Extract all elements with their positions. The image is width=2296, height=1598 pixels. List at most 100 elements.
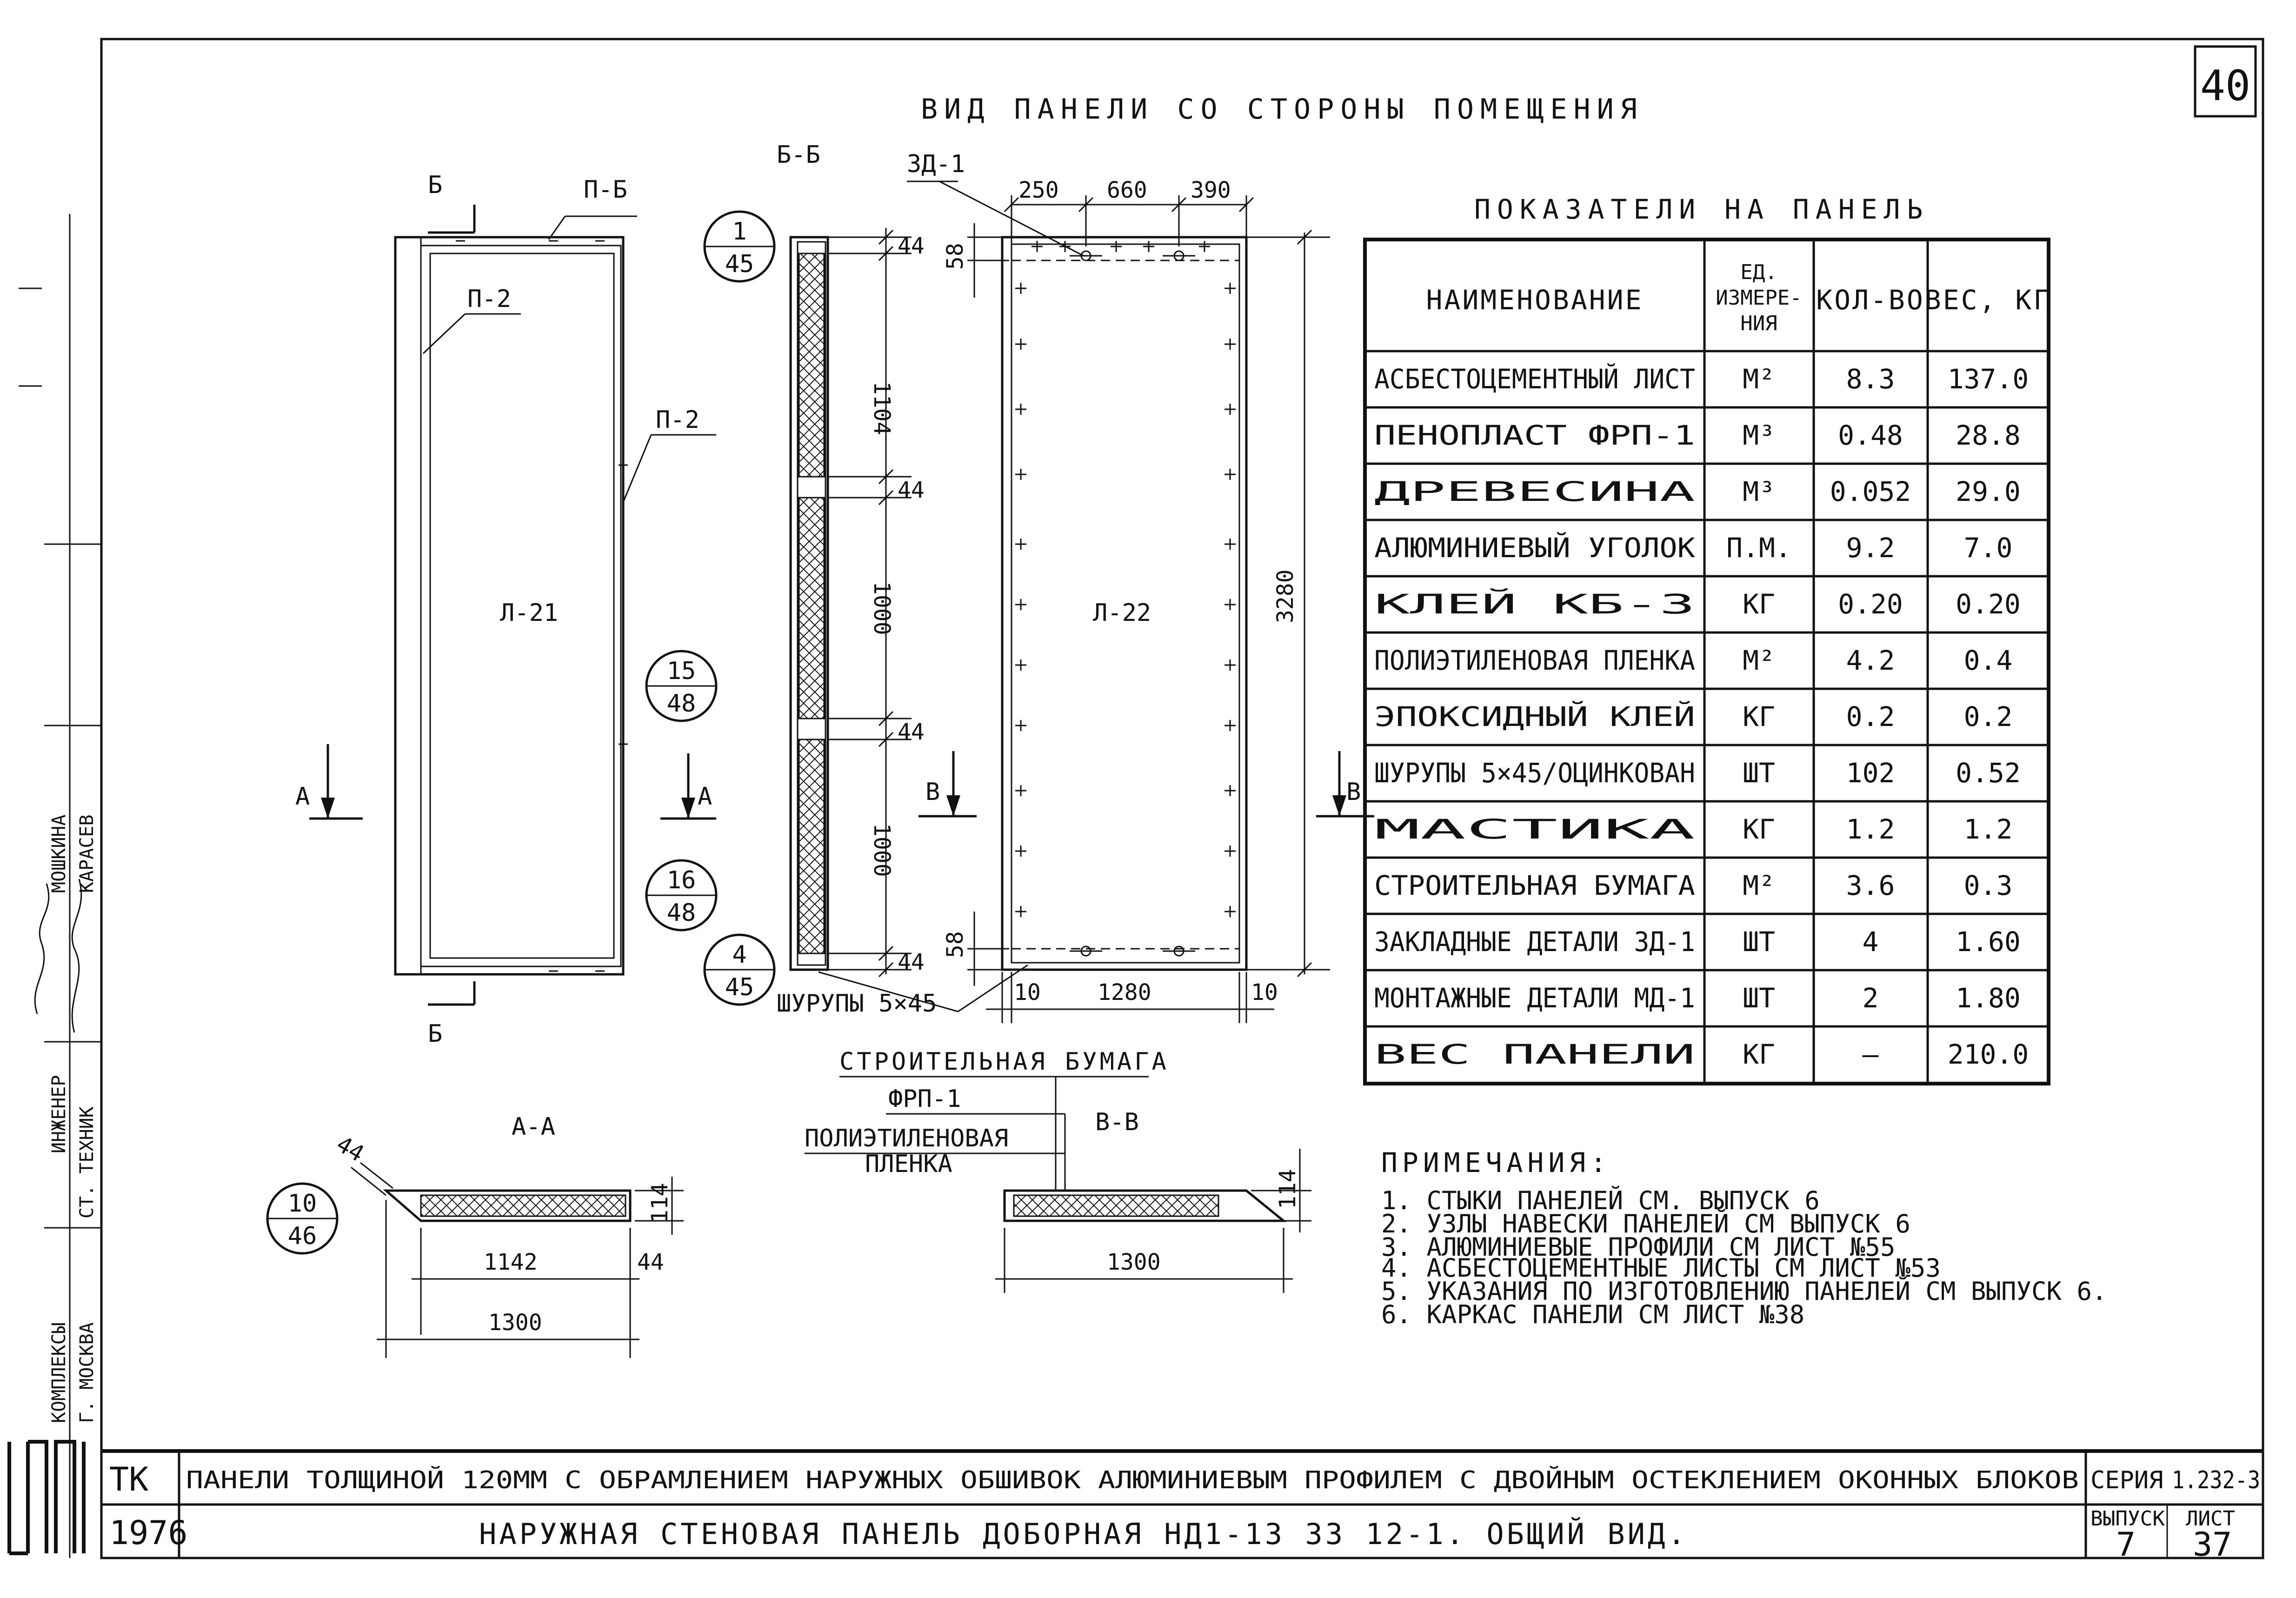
insulation-block-2 xyxy=(798,497,825,719)
table-cell-unit: КГ xyxy=(1743,813,1775,845)
table-header-unit-1: ЕД. xyxy=(1740,260,1777,284)
table-cell-unit: ШТ xyxy=(1743,982,1775,1014)
dim-side-58-bottom: 58 xyxy=(942,931,968,958)
table-cell-unit: М³ xyxy=(1743,476,1775,507)
dim-vv-114: 114 xyxy=(1275,1169,1301,1209)
table-cell-unit: М² xyxy=(1743,645,1775,676)
table-cell-qty: 0.2 xyxy=(1846,701,1895,732)
detail-bubble-15-48 xyxy=(645,650,718,722)
table-cell-name: ШУРУПЫ 5×45/ОЦИНКОВАН xyxy=(1374,757,1695,789)
dim-top-390: 390 xyxy=(1191,177,1231,203)
table-cell-weight: 0.3 xyxy=(1964,870,2013,901)
table-cell-weight: 1.80 xyxy=(1956,982,2021,1014)
dim-bottom-10-right: 10 xyxy=(1251,979,1278,1005)
detail-bubble-10-46 xyxy=(266,1182,339,1255)
table-cell-unit: М³ xyxy=(1743,419,1775,451)
insulation-block-3 xyxy=(798,739,825,954)
note-4: 4. АСБЕСТОЦЕМЕНТНЫЕ ЛИСТЫ СМ ЛИСТ №53 xyxy=(1381,1253,1941,1283)
screw-mark xyxy=(1015,846,1026,857)
section-aa-title: А-А xyxy=(512,1113,555,1141)
table-grid xyxy=(1363,238,2050,1085)
screw-mark xyxy=(1143,241,1154,252)
label-p2-right: П-2 xyxy=(656,406,699,434)
stamp-year: 1976 xyxy=(109,1514,188,1552)
table-cell-unit: КГ xyxy=(1743,701,1775,732)
side-role-2: СТ. ТЕХНИК xyxy=(76,1106,98,1218)
layer-label-film-2: ПЛЕНКА xyxy=(865,1150,952,1178)
stamp-title-line2: НАРУЖНАЯ СТЕНОВАЯ ПАНЕЛЬ ДОБОРНАЯ НД1-13… xyxy=(479,1517,1688,1551)
stamp-title-line1: ПАНЕЛИ ТОЛЩИНОЙ 120ММ С ОБРАМЛЕНИЕМ НАРУ… xyxy=(186,1466,2079,1494)
section-bb xyxy=(789,228,1028,1012)
stamp-sheet-value: 37 xyxy=(2193,1525,2232,1564)
table-cell-weight: 1.2 xyxy=(1964,813,2013,845)
table-cell-name: АСБЕСТОЦЕМЕНТНЫЙ ЛИСТ xyxy=(1374,363,1695,395)
section-vv-title: В-В xyxy=(1095,1108,1139,1136)
sheet-number: 40 xyxy=(2200,61,2250,110)
dim-bb-44-a: 44 xyxy=(898,233,925,259)
screw-mark xyxy=(1015,339,1026,350)
layer-label-film-1: ПОЛИЭТИЛЕНОВАЯ xyxy=(805,1125,1008,1152)
table-cell-qty: 0.48 xyxy=(1838,419,1903,451)
stamp-issue-label: ВЫПУСК xyxy=(2090,1507,2165,1531)
screw-mark xyxy=(1225,906,1236,917)
side-binding-block xyxy=(7,214,101,1558)
screw-mark xyxy=(1225,469,1236,480)
cut-mark-b-top: Б xyxy=(428,171,442,199)
sheet-frame xyxy=(100,38,2264,1559)
screw-mark xyxy=(1199,241,1210,252)
dim-height-3280: 3280 xyxy=(1272,569,1298,623)
table-header-unit-2: ИЗМЕРЕ- xyxy=(1716,286,1802,310)
dim-vv-1300: 1300 xyxy=(1107,1249,1161,1275)
dim-top-250: 250 xyxy=(1018,177,1059,203)
note-5: 5. УКАЗАНИЯ ПО ИЗГОТОВЛЕНИЮ ПАНЕЛЕЙ СМ В… xyxy=(1381,1277,2107,1306)
table-cell-qty: — xyxy=(1863,1039,1879,1070)
screw-mark xyxy=(1225,539,1236,550)
table-cell-weight: 28.8 xyxy=(1956,419,2021,451)
layer-label-frp: ФРП-1 xyxy=(888,1085,961,1113)
detail-bubble-1-45 xyxy=(703,210,776,283)
dim-aa-1300: 1300 xyxy=(488,1310,542,1336)
table-cell-name: ЗАКЛАДНЫЕ ДЕТАЛИ ЗД-1 xyxy=(1374,926,1695,958)
table-cell-qty: 1.2 xyxy=(1846,813,1895,845)
table-cell-unit: П.М. xyxy=(1726,532,1791,564)
notes-title: ПРИМЕЧАНИЯ: xyxy=(1381,1147,1611,1179)
table-cell-qty: 4 xyxy=(1863,926,1879,958)
screw-mark xyxy=(1225,339,1236,350)
table-cell-name: ЭПОКСИДНЫЙ КЛЕЙ xyxy=(1374,700,1695,732)
screw-mark xyxy=(1032,241,1043,252)
table-cell-name: ПЕНОПЛАСТ ФРП-1 xyxy=(1374,419,1695,451)
side-name-1: МОШКИНА xyxy=(48,814,70,893)
table-cell-weight: 0.20 xyxy=(1956,588,2021,620)
table-header-name: НАИМЕНОВАНИЕ xyxy=(1426,284,1643,316)
table-cell-qty: 2 xyxy=(1863,982,1879,1014)
screw-mark xyxy=(1015,785,1026,796)
table-cell-name: КЛЕЙ КБ-3 xyxy=(1374,588,1695,620)
table-cell-name: АЛЮМИНИЕВЫЙ УГОЛОК xyxy=(1374,532,1695,564)
table-cell-unit: КГ xyxy=(1743,1039,1775,1070)
bubble-1-top: 1 xyxy=(732,218,746,246)
dim-bb-44-c: 44 xyxy=(898,719,925,745)
screw-mark xyxy=(1225,720,1236,731)
label-p6: П-Б xyxy=(584,176,627,204)
side-org-2: Г. МОСКВА xyxy=(76,1322,98,1423)
table-header-qty: КОЛ-ВО xyxy=(1816,284,1925,316)
detail-bubble-4-45 xyxy=(703,933,776,1006)
table-cell-weight: 0.2 xyxy=(1964,701,2013,732)
screw-mark xyxy=(1015,599,1026,610)
table-cell-qty: 0.20 xyxy=(1838,588,1903,620)
label-p2-left: П-2 xyxy=(467,285,511,313)
screw-mark xyxy=(1015,539,1026,550)
screw-mark xyxy=(1111,241,1122,252)
table-cell-unit: КГ xyxy=(1743,588,1775,620)
section-aa-insulation xyxy=(420,1194,626,1217)
panel-view-l22 xyxy=(907,180,1374,1023)
dim-top-660: 660 xyxy=(1107,177,1147,203)
stamp-sheet-label: ЛИСТ xyxy=(2186,1507,2235,1531)
bubble-16-top: 16 xyxy=(667,866,696,894)
table-cell-weight: 1.60 xyxy=(1956,926,2021,958)
section-vv xyxy=(805,1076,1311,1293)
screws-label: ШУРУПЫ 5×45 xyxy=(777,990,937,1018)
table-cell-qty: 102 xyxy=(1846,757,1895,789)
